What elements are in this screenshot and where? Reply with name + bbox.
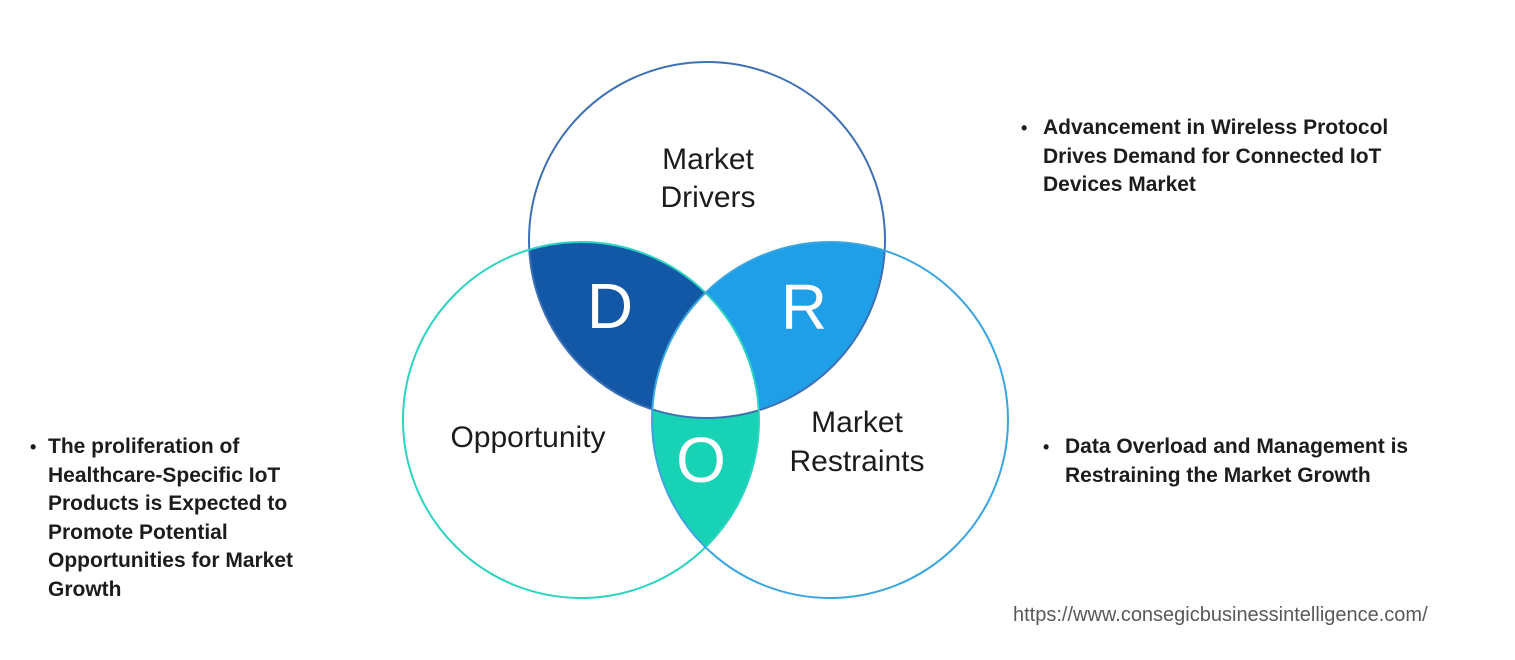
drivers-restraints-overlap [652,242,885,418]
restraints-circle-outline [651,241,1009,599]
restraints-annotation: • Data Overload and Management is Restra… [1043,433,1408,490]
annotation-line: Promote Potential [48,520,228,544]
market-restraints-label-line1: Market [811,406,903,439]
letter-r: R [780,271,828,343]
drivers-circle-outline [528,61,886,419]
opportunity-circle-outline [402,241,760,599]
letter-d: D [586,270,634,342]
bullet-icon: • [1021,118,1028,138]
opportunity-annotation: • The proliferation of Healthcare-Specif… [30,433,293,604]
drivers-annotation: • Advancement in Wireless Protocol Drive… [1021,114,1388,200]
annotation-line: Restraining the Market Growth [1065,463,1371,487]
annotation-line: Drives Demand for Connected IoT [1043,144,1382,168]
drivers-opportunity-overlap [529,242,759,418]
bullet-icon: • [1043,437,1050,457]
market-drivers-label-line1: Market [662,143,754,176]
market-drivers-label-line2: Drivers [660,181,756,214]
annotation-line: Opportunities for Market [48,549,294,572]
annotation-line: The proliferation of [48,435,240,458]
annotation-line: Devices Market [1043,173,1196,196]
annotation-line: Healthcare-Specific IoT [48,463,281,487]
source-url: https://www.consegicbusinessintelligence… [1013,604,1428,626]
bullet-icon: • [30,437,37,457]
annotation-line: Data Overload and Management is [1065,435,1409,458]
market-restraints-label: Market Restraints [789,403,924,481]
market-restraints-label-line2: Restraints [789,445,925,478]
opportunity-label: Opportunity [450,421,606,454]
annotation-line: Advancement in Wireless Protocol [1043,116,1389,139]
market-drivers-label: Market Drivers [661,141,756,217]
letter-o: O [676,424,726,496]
annotation-line: Products is Expected to [48,492,288,515]
annotation-line: Growth [48,577,122,601]
